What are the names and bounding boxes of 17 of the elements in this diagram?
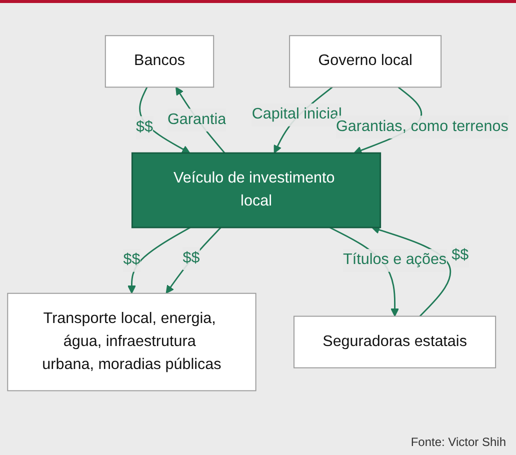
edge-label: Títulos e ações	[343, 252, 447, 268]
node-box: Seguradoras estatais	[294, 316, 496, 368]
node-box: Governo local	[289, 34, 442, 88]
arrow	[372, 226, 452, 317]
edge-label: Garantias, como terrenos	[336, 118, 508, 135]
edge-label: $$	[452, 247, 469, 264]
node-box: Veículo de investimento local	[131, 152, 382, 228]
arrow	[128, 226, 191, 294]
edge-label: $$	[136, 118, 153, 136]
source-caption: Fonte: Victor Shih	[410, 435, 506, 449]
arrow	[139, 86, 190, 154]
arrow	[166, 226, 222, 294]
edge-label: $$	[123, 252, 140, 268]
node-box: Transporte local, energia, água, infraestrutura urbana, moradias públicas	[7, 292, 256, 392]
edge-label: Garantia	[168, 111, 226, 128]
edge-label: $$	[182, 250, 200, 266]
node-box: Bancos	[104, 34, 214, 88]
